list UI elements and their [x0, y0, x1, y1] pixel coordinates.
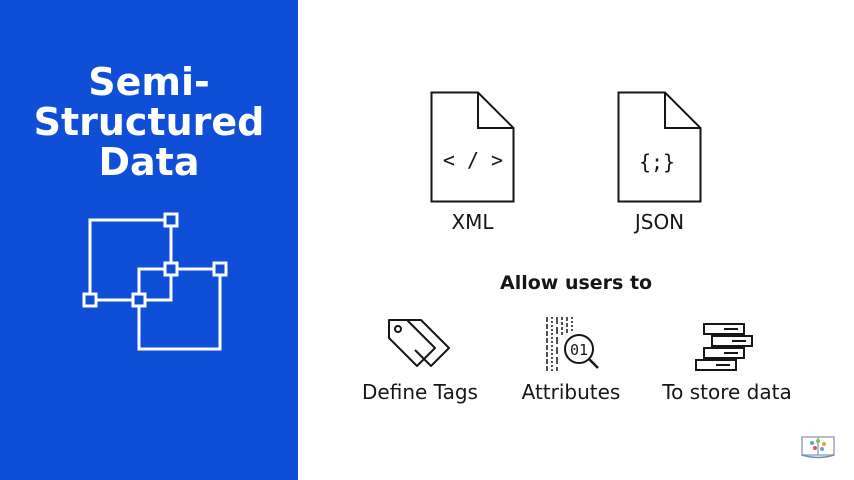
allow-users-heading: Allow users to [500, 272, 653, 294]
server-stack-icon [695, 323, 753, 371]
title-line-1: Semi- [88, 60, 210, 104]
xml-label: XML [451, 210, 494, 234]
left-panel: Semi- Structured Data [0, 0, 298, 480]
xml-file-icon: < / > [430, 91, 515, 203]
title-line-3: Data [98, 140, 200, 184]
attribute-digits: 01 [570, 341, 588, 359]
xml-symbol: < / > [443, 148, 503, 172]
attributes-search-icon: 01 [546, 317, 599, 371]
json-file-icon: {;} [617, 91, 702, 203]
book-logo-icon [801, 436, 835, 459]
json-label: JSON [634, 210, 685, 234]
define-tags-label: Define Tags [362, 380, 478, 404]
slide-title: Semi- Structured Data [0, 62, 298, 182]
json-symbol: {;} [639, 150, 675, 174]
store-data-label: To store data [662, 380, 792, 404]
connected-squares-icon [82, 212, 228, 351]
tags-icon [388, 319, 450, 367]
title-line-2: Structured [33, 100, 265, 144]
attributes-label: Attributes [521, 380, 621, 404]
